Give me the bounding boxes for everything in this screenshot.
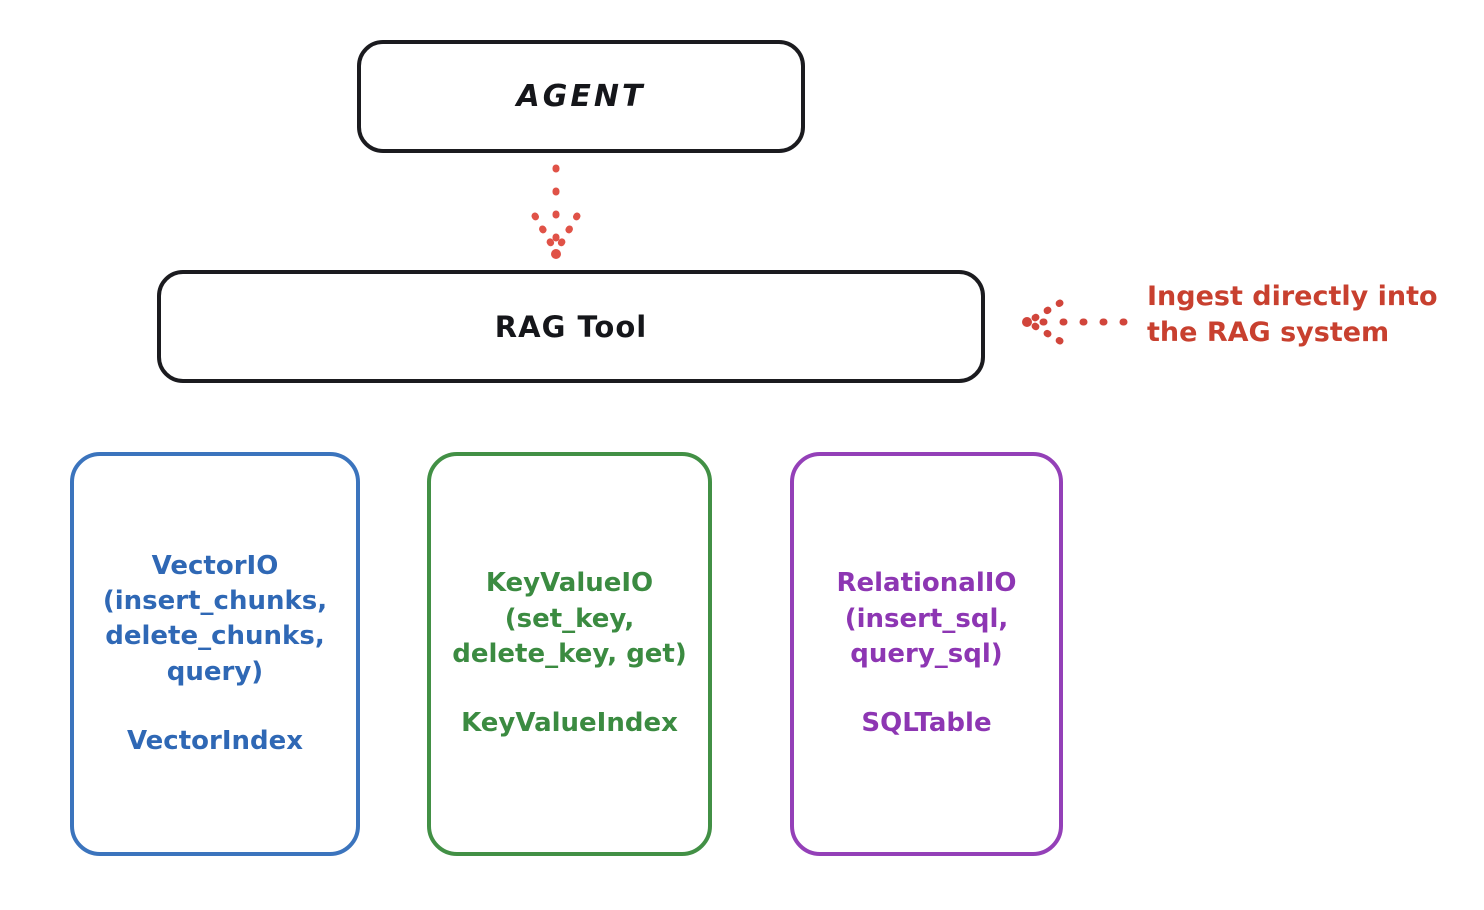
node-rag-tool-label: RAG Tool bbox=[494, 309, 648, 344]
node-agent[interactable]: AGENT bbox=[357, 40, 805, 153]
edge-agent-to-rag-tool-head-right bbox=[552, 212, 581, 256]
edge-ingest-tip bbox=[1022, 317, 1032, 327]
node-relational-io[interactable]: RelationalIO (insert_sql, query_sql) SQL… bbox=[790, 452, 1063, 856]
node-relational-io-title: RelationalIO (insert_sql, query_sql) bbox=[836, 568, 1017, 669]
node-rag-tool[interactable]: RAG Tool bbox=[157, 270, 985, 383]
edge-agent-to-rag-tool-head-left bbox=[531, 212, 560, 256]
node-vector-io-subtitle: VectorIndex bbox=[126, 726, 304, 757]
node-vector-io-title: VectorIO (insert_chunks, delete_chunks, … bbox=[102, 550, 328, 687]
node-key-value-io-subtitle: KeyValueIndex bbox=[461, 708, 678, 739]
node-agent-label: AGENT bbox=[516, 79, 646, 114]
edge-ingest-head-top bbox=[1024, 299, 1064, 326]
node-relational-io-subtitle: SQLTable bbox=[861, 708, 992, 739]
node-vector-io[interactable]: VectorIO (insert_chunks, delete_chunks, … bbox=[70, 452, 360, 856]
edge-ingest-head-bottom bbox=[1024, 318, 1064, 345]
node-key-value-io[interactable]: KeyValueIO (set_key, delete_key, get) Ke… bbox=[427, 452, 712, 856]
annotation-ingest-directly: Ingest directly into the RAG system bbox=[1147, 281, 1438, 348]
edge-agent-to-rag-tool-tip bbox=[551, 249, 561, 259]
node-key-value-io-title: KeyValueIO (set_key, delete_key, get) bbox=[452, 568, 687, 669]
